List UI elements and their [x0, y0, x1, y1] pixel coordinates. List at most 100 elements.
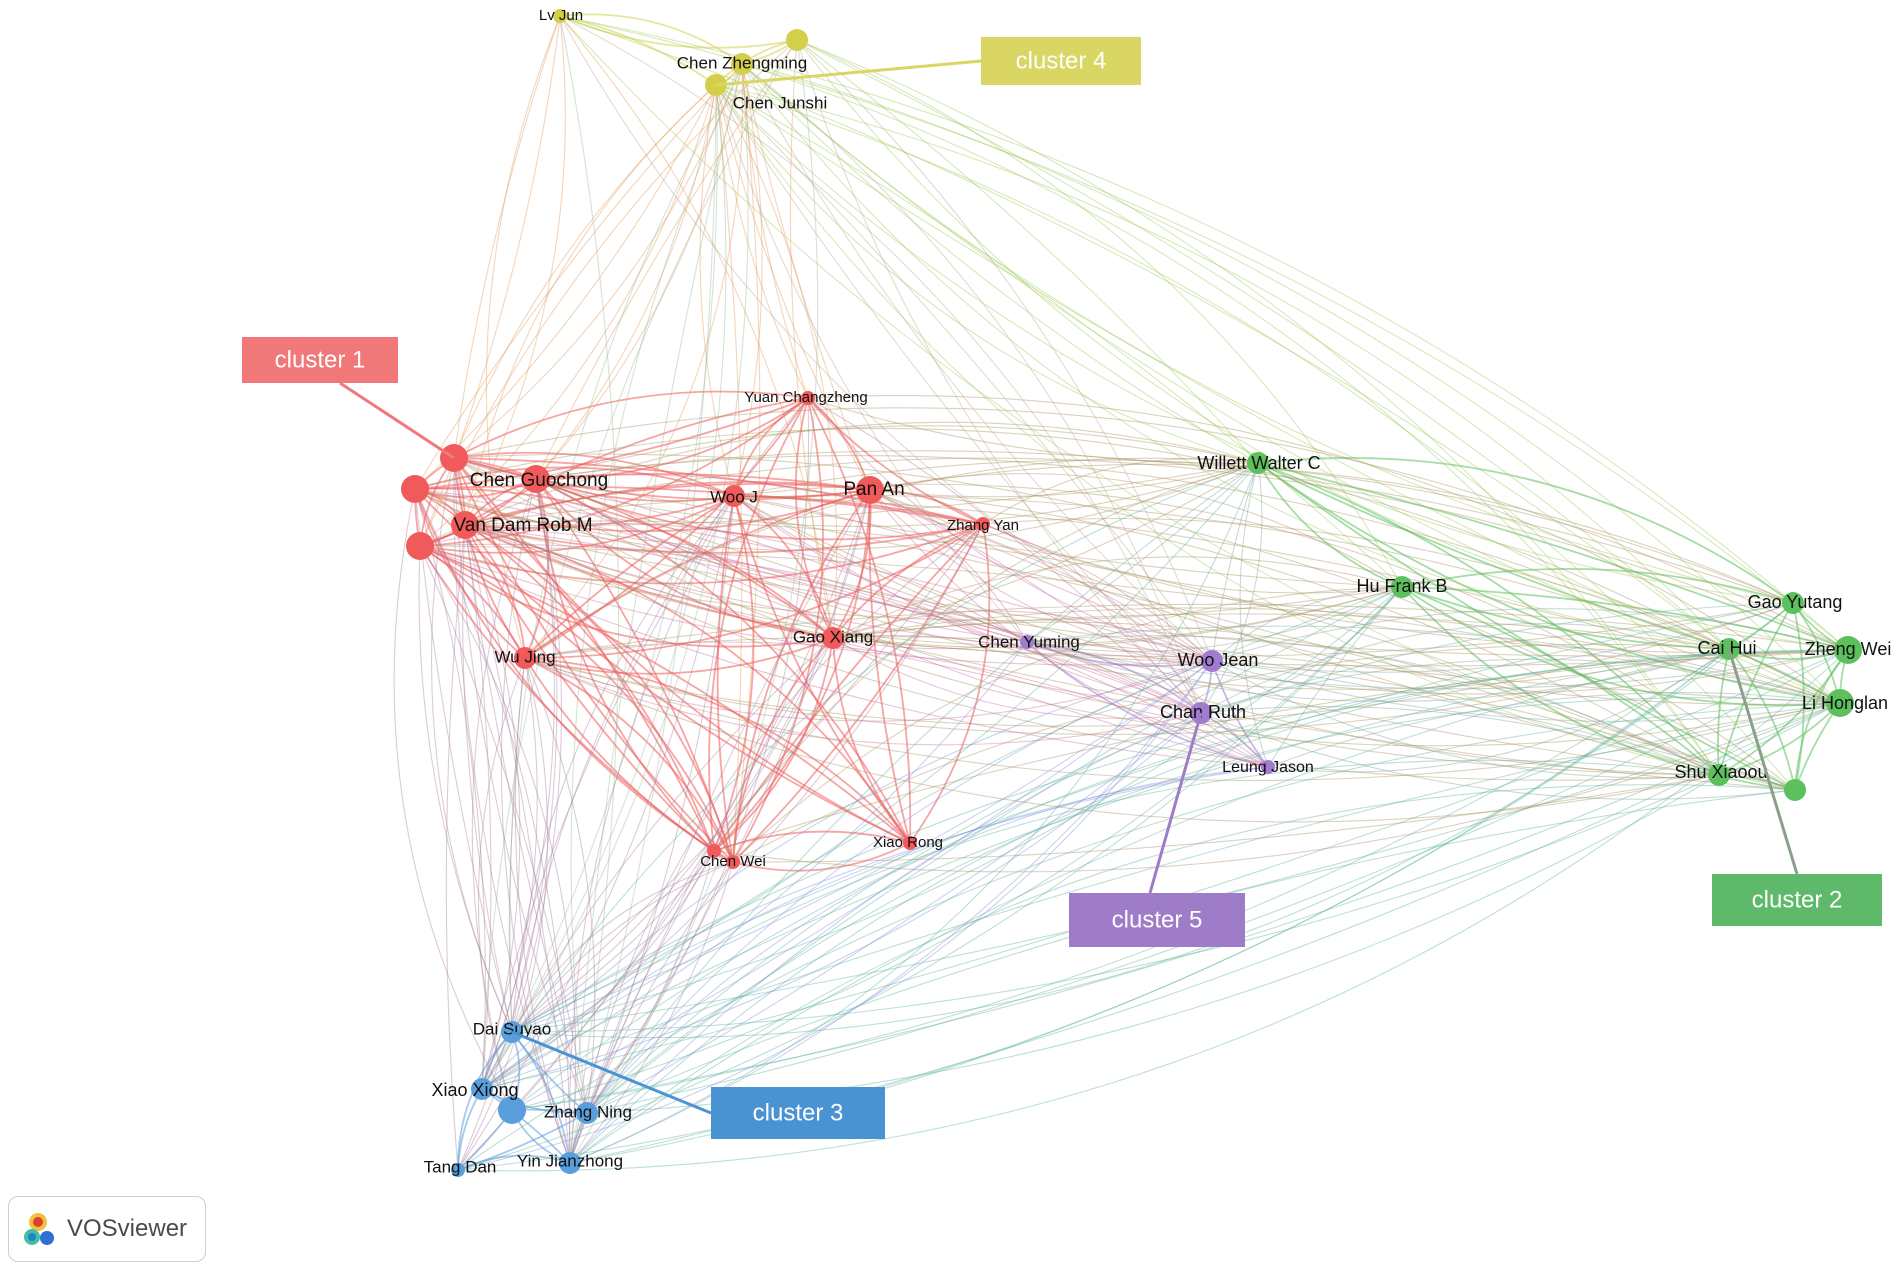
link-chenjunshi-woojean [715, 84, 1213, 662]
node-chenyuming[interactable] [1020, 635, 1034, 649]
link-willettwalterc-vandamrobm [464, 462, 1259, 527]
link-caihui-chenwei [732, 643, 1730, 863]
link-woojean-tangdan [457, 660, 1213, 1171]
link-gaoxiang-hufrankb [832, 556, 1403, 639]
link-chenjunshi-r_unlabeled_b [414, 84, 717, 490]
node-woojean[interactable] [1201, 650, 1223, 672]
link-hufrankb-chenwei [732, 586, 1403, 863]
link-wujing-r_unlabeled_d [524, 657, 715, 852]
link-vandamrobm-panan [464, 482, 871, 526]
link-panan-wujing [524, 489, 871, 659]
node-zhangning[interactable] [576, 1102, 598, 1124]
link-shuxiaoou-chenwei [732, 774, 1720, 863]
link-yinjianzhong-r_unlabeled_c [419, 545, 577, 1164]
link-panan-daisuyao [511, 489, 871, 1033]
link-willettwalterc-daisuyao [511, 462, 1259, 1033]
node-willettwalterc[interactable] [1247, 452, 1269, 474]
node-shuxiaoou[interactable] [1708, 764, 1730, 786]
link-wujing-xiaorong [524, 657, 911, 844]
link-lihonglan-lvjun [559, 15, 1841, 704]
node-xiaorong[interactable] [903, 836, 917, 850]
link-shuxiaoou-chenyuming [1026, 635, 1720, 776]
link-r_unlabeled_a-chenjunshi [453, 84, 717, 459]
link-vandamrobm-r_unlabeled_d [464, 524, 715, 852]
node-chenguochong[interactable] [522, 465, 550, 493]
node-gaoxiang[interactable] [822, 627, 844, 649]
link-r_unlabeled_a-r_unlabeled_d [453, 457, 715, 852]
link-wooj-chenwei [716, 495, 735, 863]
link-wooj-lihonglan [733, 495, 1841, 704]
link-wujing-lihonglan [524, 657, 1841, 781]
callout-box-cluster-1 [242, 337, 398, 383]
link-wujing-gaoxiang [524, 637, 834, 675]
node-yinjianzhong[interactable] [559, 1152, 581, 1174]
node-hufrankb[interactable] [1391, 576, 1413, 598]
link-zhangning-panan [586, 489, 871, 1114]
link-r_unlabeled_b-zhengwei [414, 488, 1849, 657]
link-hufrankb-zhangyan [982, 523, 1403, 594]
link-hufrankb-xiaoxiong [481, 586, 1403, 1090]
link-vandamrobm-lvjun [464, 15, 566, 526]
link-chenzhengming-lihonglan [741, 63, 1841, 704]
link-vandamrobm-yinjianzhong [464, 524, 571, 1164]
link-chenwei-xiaorong [732, 842, 911, 872]
node-tangdan[interactable] [451, 1163, 465, 1177]
link-panan-chanruth [869, 489, 1202, 714]
callout-line-cluster-3 [511, 1030, 712, 1115]
link-r_unlabeled_c-chenjunshi [419, 84, 717, 547]
link-chenguochong-xiaoxiong [481, 478, 555, 1090]
node-zhengwei[interactable] [1834, 636, 1862, 664]
link-woojean-leungjason [1211, 660, 1269, 768]
label-caihui: Cai Hui [1697, 638, 1756, 658]
link-vandamrobm-chenwei [464, 524, 734, 863]
link-hufrankb-b_unlabeled [511, 586, 1403, 1111]
node-xiaoxiong[interactable] [471, 1078, 493, 1100]
link-zhengwei-chenyuming [1026, 641, 1849, 690]
node-yuanchangzheng[interactable] [801, 391, 815, 405]
link-chanruth-g_unlabeled [1200, 712, 1796, 800]
link-wujing-chenzhengming [524, 63, 744, 659]
link-shuxiaoou-panan [869, 489, 1720, 776]
link-lihonglan-tangdan [457, 702, 1841, 1171]
link-daisuyao-caihui [511, 648, 1730, 1039]
link-gaoxiang-yinjianzhong [569, 637, 834, 1164]
node-chenzhengming[interactable] [731, 53, 753, 75]
link-r_unlabeled_b-zhangyan [414, 485, 984, 525]
link-wooj-chenzhengming [733, 63, 763, 497]
link-vandamrobm-lihonglan [464, 524, 1841, 704]
node-r_unlabeled_c[interactable] [406, 532, 434, 560]
link-willettwalterc-yinjianzhong [569, 462, 1259, 1164]
node-r_unlabeled_b[interactable] [401, 475, 429, 503]
node-wujing[interactable] [514, 647, 536, 669]
link-daisuyao-tangdan [457, 1031, 513, 1171]
link-wooj-daisuyao [511, 495, 735, 1033]
link-caihui-chanruth [1200, 623, 1730, 714]
link-chenguochong-gaoxiang [535, 478, 834, 639]
link-daisuyao-gaoyutang [511, 602, 1794, 1033]
node-vandamrobm[interactable] [451, 511, 479, 539]
link-vandamrobm-zhangyan [464, 523, 984, 554]
node-zhangyan[interactable] [976, 517, 990, 531]
link-chenguochong-g_unlabeled [535, 478, 1796, 791]
link-gaoyutang-g_unlabeled [1792, 602, 1805, 791]
node-b_unlabeled[interactable] [498, 1096, 526, 1124]
link-chenjunshi-panan [715, 84, 871, 491]
link-wujing-zhengwei [524, 603, 1849, 659]
node-g_unlabeled[interactable] [1784, 779, 1806, 801]
node-lihonglan[interactable] [1826, 689, 1854, 717]
link-chenzhengming-yuanchangzheng [741, 63, 809, 399]
node-panan[interactable] [856, 476, 884, 504]
node-lvjun[interactable] [553, 9, 567, 23]
node-y_unlabeled[interactable] [786, 29, 808, 51]
link-lihonglan-leungjason [1267, 692, 1841, 768]
link-shuxiaoou-r_unlabeled_b [414, 488, 1720, 781]
link-daisuyao-yinjianzhong [511, 1031, 571, 1164]
node-r_unlabeled_d[interactable] [707, 844, 721, 858]
node-gaoyutang[interactable] [1782, 592, 1804, 614]
node-leungjason[interactable] [1261, 760, 1275, 774]
label-lvjun: Lv Jun [539, 7, 583, 24]
node-chenwei[interactable] [726, 855, 740, 869]
link-shuxiaoou-chanruth [1200, 706, 1720, 776]
node-wooj[interactable] [723, 485, 745, 507]
link-wooj-hufrankb [733, 495, 1403, 588]
